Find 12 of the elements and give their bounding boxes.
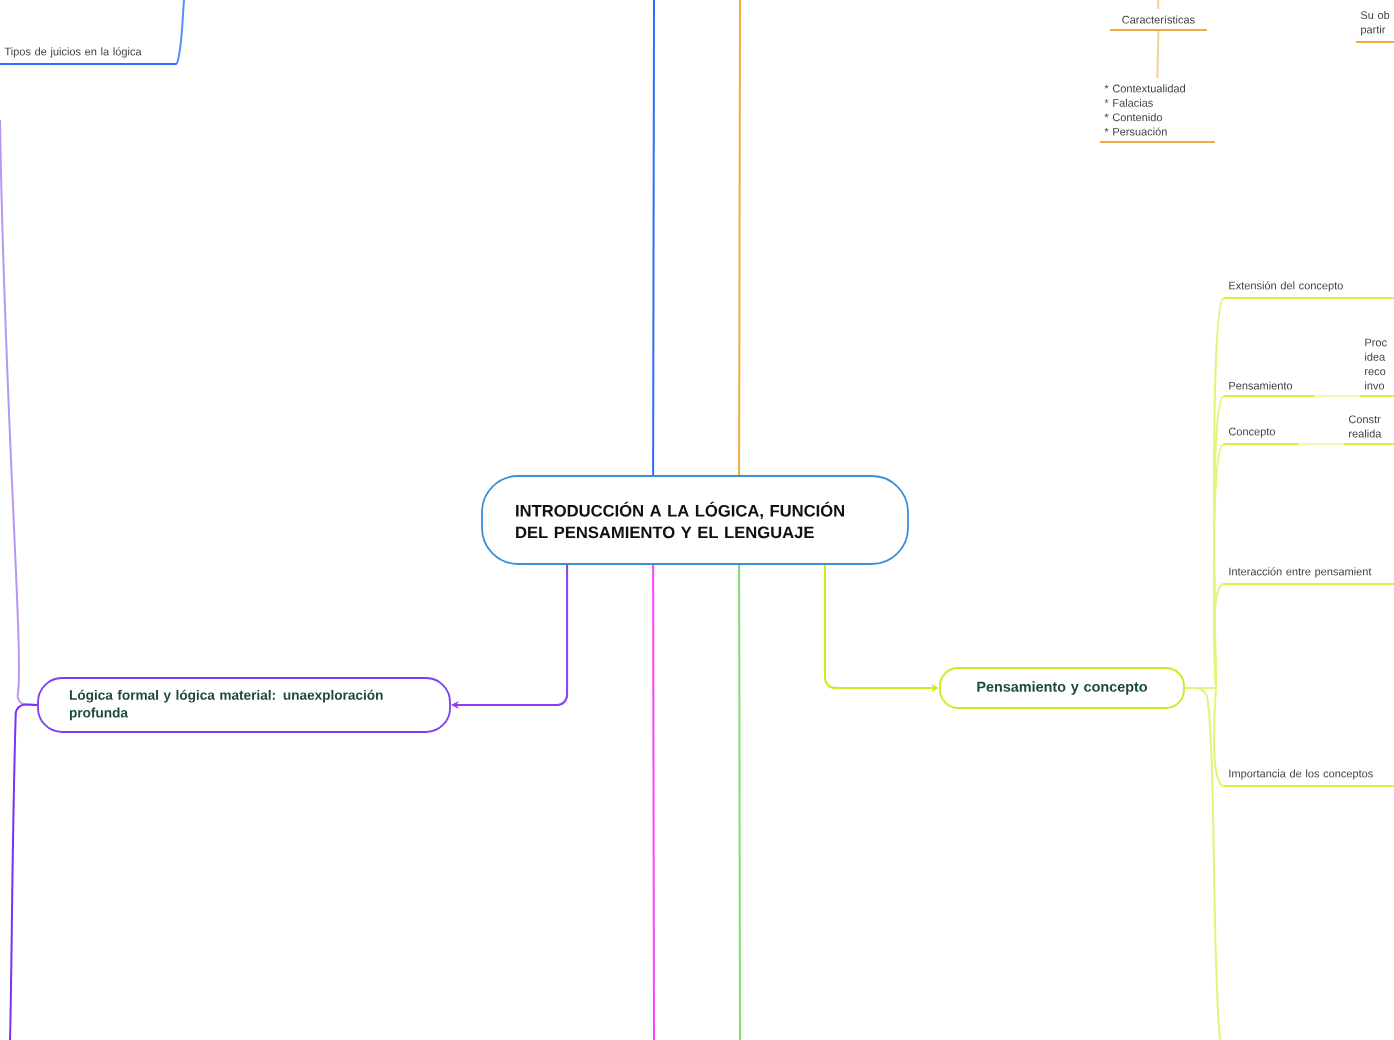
connector <box>1183 687 1221 1040</box>
connector <box>1313 395 1361 397</box>
connector <box>652 563 655 1040</box>
topic-box: INTRODUCCIÓN A LA LÓGICA, FUNCIÓN DEL PENSAMIENTO Y EL LENGUAJE <box>481 475 909 565</box>
connector <box>738 563 741 1040</box>
connector <box>9 703 39 1040</box>
connector <box>738 0 741 477</box>
connector <box>1157 0 1160 10</box>
connector <box>175 0 185 65</box>
connector <box>1297 443 1345 445</box>
connector <box>652 0 655 477</box>
connector <box>1156 29 1160 79</box>
